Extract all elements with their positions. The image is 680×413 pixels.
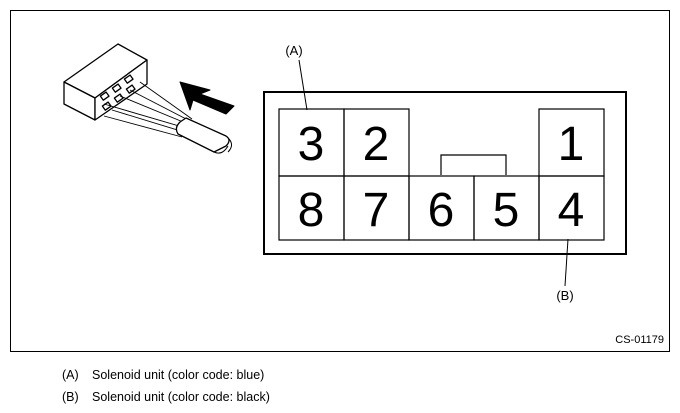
figure-code: CS-01179 [615, 334, 664, 346]
diagram-frame [10, 10, 670, 352]
callout-b-leader [564, 238, 569, 287]
pin-4: 4 [558, 184, 585, 237]
pin-1: 1 [558, 118, 585, 171]
callout-a-label: (A) [285, 43, 302, 58]
legend-item-b: (B) Solenoid unit (color code: black) [62, 390, 270, 404]
callout-a-leader [298, 59, 308, 111]
pin-7: 7 [363, 184, 390, 237]
pin-3: 3 [298, 118, 325, 171]
legend-item-a: (A) Solenoid unit (color code: blue) [62, 368, 264, 382]
direction-arrow-icon [179, 81, 235, 115]
callout-b-label: (B) [556, 288, 573, 303]
pin-8: 8 [298, 184, 325, 237]
legend-key: (B) [62, 390, 79, 404]
pin-5: 5 [493, 184, 520, 237]
connector-illustration [63, 43, 232, 154]
pin-grid [278, 108, 605, 241]
pin-6: 6 [428, 184, 455, 237]
legend-text: Solenoid unit (color code: black) [92, 390, 270, 404]
legend-text: Solenoid unit (color code: blue) [92, 368, 265, 382]
connector-face [263, 91, 627, 255]
pin-2: 2 [363, 118, 390, 171]
lock-tab [440, 154, 507, 175]
legend-key: (A) [62, 368, 79, 382]
